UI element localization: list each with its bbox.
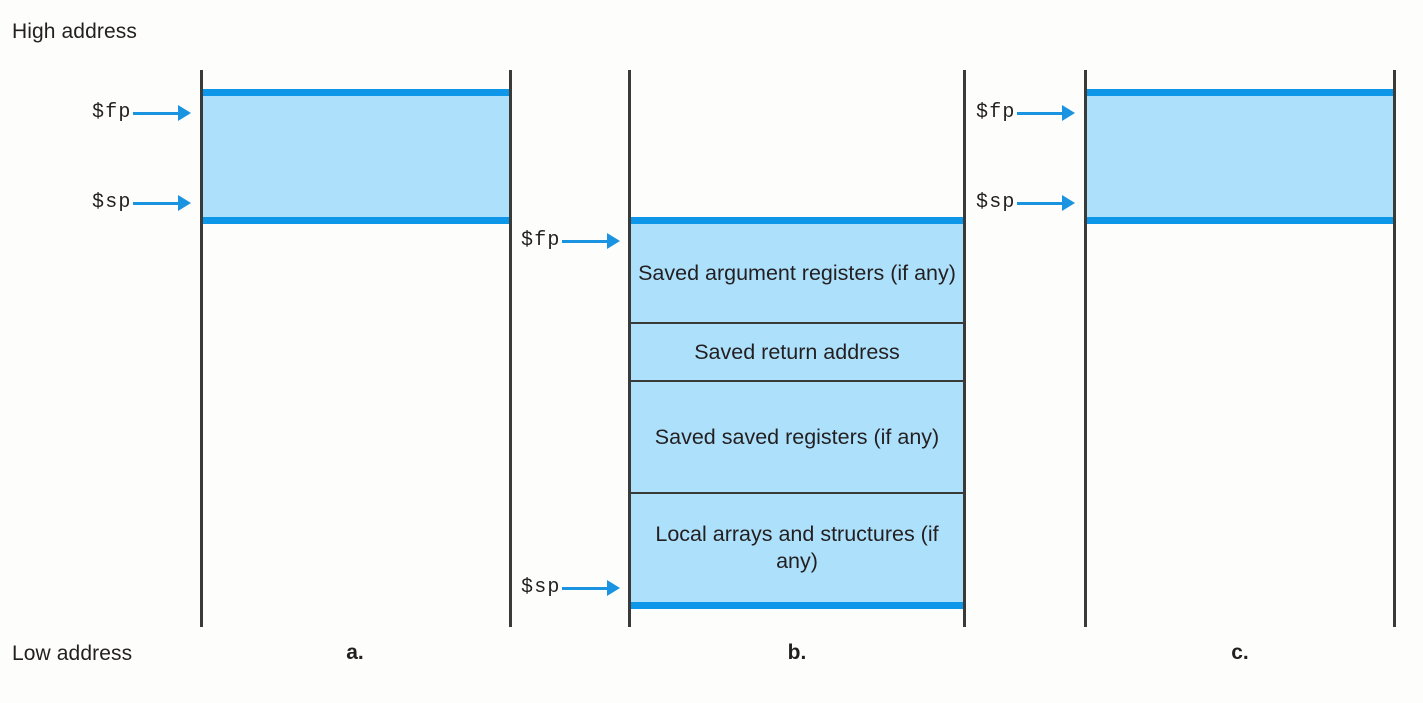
cell-saved-return-address: Saved return address <box>631 322 963 380</box>
cell-saved-argument-registers: Saved argument registers (if any) <box>631 224 963 322</box>
panel-a-fp-band <box>203 89 509 96</box>
cell-saved-argument-registers-text: Saved argument registers (if any) <box>638 260 956 285</box>
panel-c-frame-fill <box>1087 96 1393 217</box>
panel-b-right-rail <box>963 70 966 627</box>
panel-c-stack-pointer: $sp <box>976 190 1075 216</box>
panel-c-sp-label: $sp <box>976 191 1016 214</box>
panel-b-fp-label: $fp <box>521 229 561 252</box>
panel-a-stack-pointer: $sp <box>92 190 191 216</box>
panel-b-sp-label: $sp <box>521 576 561 599</box>
panel-a-frame-pointer: $fp <box>92 100 191 126</box>
cell-local-arrays-and-structures-text: Local arrays and structures (if any) <box>655 522 939 573</box>
panel-b-sp-band <box>631 602 963 609</box>
panel-c-fp-band <box>1087 89 1393 96</box>
low-address-label: Low address <box>12 642 133 665</box>
panel-c-left-rail <box>1084 70 1087 627</box>
arrow-right-icon <box>1016 105 1075 121</box>
panel-a-right-rail <box>509 70 512 627</box>
arrow-right-icon <box>561 580 620 596</box>
panel-c-letter: c. <box>1231 641 1249 664</box>
panel-c-frame-pointer: $fp <box>976 100 1075 126</box>
cell-saved-saved-registers-text: Saved saved registers (if any) <box>654 424 940 449</box>
panel-b-left-rail <box>628 70 631 627</box>
arrow-right-icon <box>1016 195 1075 211</box>
panel-b-letter: b. <box>787 641 807 664</box>
cell-saved-return-address-text: Saved return address <box>694 339 900 364</box>
cell-local-arrays-and-structures: Local arrays and structures (if any) <box>631 492 963 602</box>
arrow-right-icon <box>561 233 620 249</box>
panel-b-fp-band <box>631 217 963 224</box>
cell-saved-saved-registers: Saved saved registers (if any) <box>631 380 963 492</box>
arrow-right-icon <box>132 105 191 121</box>
panel-c-sp-band <box>1087 217 1393 224</box>
panel-a-frame-fill <box>203 96 509 217</box>
high-address-label: High address <box>12 20 137 43</box>
panel-a-sp-label: $sp <box>92 191 132 214</box>
arrow-right-icon <box>132 195 191 211</box>
panel-a-letter: a. <box>346 641 364 664</box>
panel-c-right-rail <box>1393 70 1396 627</box>
panel-b-frame-pointer: $fp <box>521 228 620 254</box>
panel-a-left-rail <box>200 70 203 627</box>
panel-c-fp-label: $fp <box>976 101 1016 124</box>
panel-b-stack-pointer: $sp <box>521 575 620 601</box>
panel-a-fp-label: $fp <box>92 101 132 124</box>
panel-a-sp-band <box>203 217 509 224</box>
